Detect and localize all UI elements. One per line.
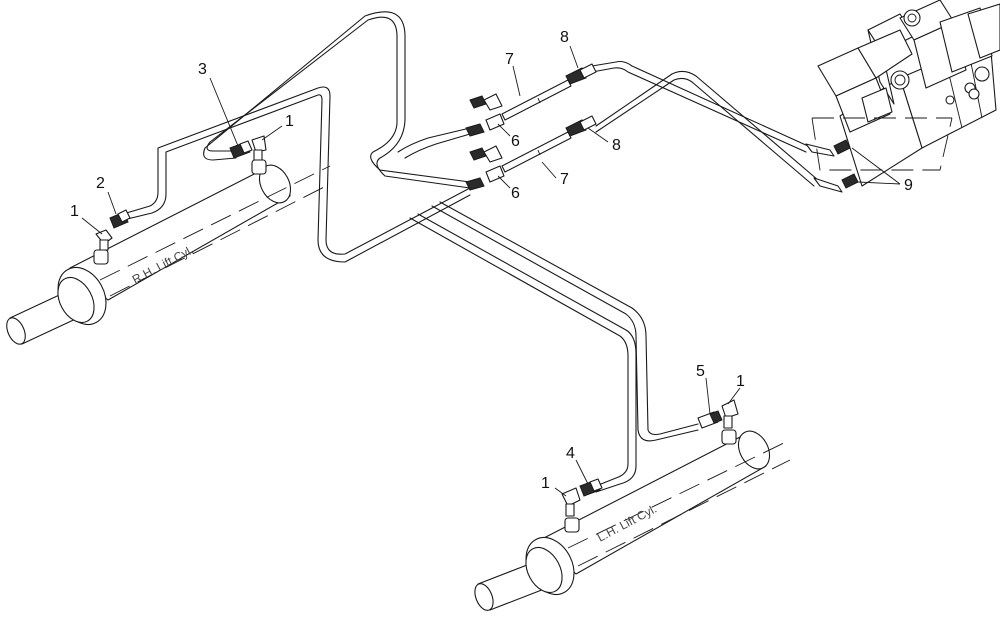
hose-e-inner — [417, 213, 637, 493]
callout-1: 1 — [70, 203, 79, 220]
hose-g — [595, 70, 819, 181]
callout-8: 8 — [560, 29, 569, 46]
fitting-9b — [813, 173, 859, 193]
hose-e — [409, 217, 629, 487]
callout-2: 2 — [96, 175, 105, 192]
leader-lines — [81, 45, 901, 497]
adapter-fitting-2 — [109, 209, 131, 229]
callout-5: 5 — [696, 363, 705, 380]
fitting-8a — [565, 63, 597, 85]
callout-7: 7 — [560, 171, 569, 188]
tee-fitting-6b — [465, 145, 505, 191]
fittings — [95, 63, 859, 517]
callout-1: 1 — [736, 373, 745, 390]
valve-block-assembly — [811, 0, 1000, 187]
hose-c — [397, 127, 471, 153]
callout-6: 6 — [511, 133, 520, 150]
elbow-fitting-1d — [721, 399, 739, 429]
hose-b-inner — [122, 94, 471, 263]
callout-labels: 1 2 3 1 1 4 5 1 6 6 7 7 8 8 9 — [70, 29, 913, 492]
hose-b — [122, 86, 471, 255]
callout-1: 1 — [285, 113, 294, 130]
callout-9: 9 — [904, 177, 913, 194]
adapter-fitting-3 — [229, 140, 253, 159]
hose-g-inner — [595, 77, 815, 187]
hose-c-inner — [404, 133, 471, 159]
callout-3: 3 — [198, 61, 207, 78]
tube-7a — [501, 79, 572, 121]
callout-6: 6 — [511, 185, 520, 202]
tube-7b — [501, 131, 572, 173]
fitting-9a — [805, 139, 851, 157]
hose-d — [431, 205, 699, 442]
rh-lift-cylinder: R.H. Lift Cyl. — [6, 159, 331, 345]
adapter-fitting-4 — [579, 478, 603, 497]
tee-fitting-6a — [465, 93, 505, 137]
hose-a — [206, 16, 471, 183]
adapter-fitting-5 — [697, 410, 723, 429]
hose-d-inner — [439, 201, 699, 436]
elbow-fitting-1a — [95, 229, 113, 251]
lh-lift-cylinder: L.H. Lift Cyl. — [474, 429, 791, 611]
callout-7: 7 — [505, 51, 514, 68]
hose-f — [591, 60, 809, 147]
callout-4: 4 — [566, 445, 575, 462]
callout-1: 1 — [541, 475, 550, 492]
elbow-fitting-1b — [251, 135, 267, 161]
callout-8: 8 — [612, 137, 621, 154]
fitting-8b — [565, 115, 597, 137]
hose-lines — [122, 11, 819, 493]
hose-f-inner — [591, 67, 807, 153]
hose-a-inner — [203, 11, 471, 189]
elbow-fitting-1c — [561, 487, 581, 517]
